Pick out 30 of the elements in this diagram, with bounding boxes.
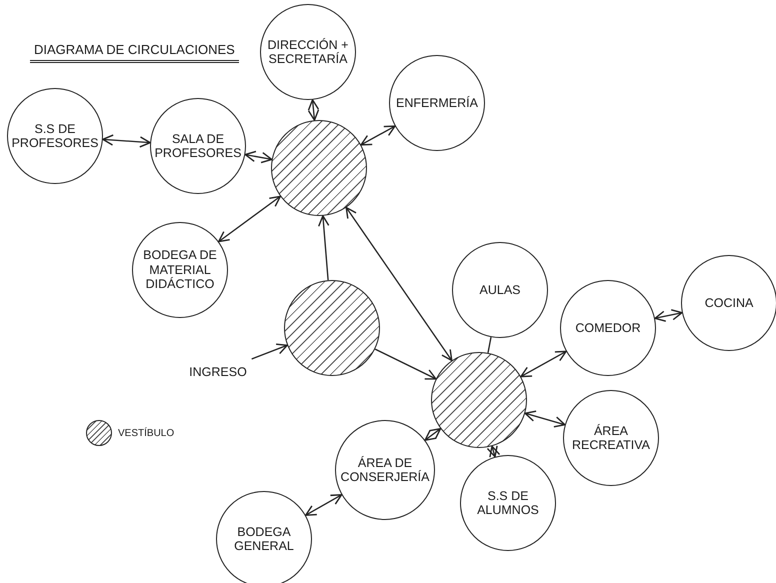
arrow — [308, 99, 320, 121]
space-label: AULAS — [478, 282, 522, 298]
arrow — [305, 494, 342, 516]
space-label: S.S DE ALUMNOS — [476, 488, 540, 518]
space-label: ÁREA RECREATIVA — [570, 424, 652, 452]
diagram-title: DIAGRAMA DE CIRCULACIONES — [30, 42, 239, 63]
arrow — [318, 215, 330, 280]
arrow — [244, 150, 272, 164]
arrow — [374, 348, 437, 380]
arrow — [102, 134, 151, 148]
space-label: DIRECCIÓN + SECRETARÍA — [266, 38, 350, 66]
space-label: SALA DE PROFESORES — [154, 132, 242, 160]
entrance-label: INGRESO — [188, 364, 248, 380]
arrow — [251, 344, 288, 360]
arrow — [360, 125, 396, 146]
arrow — [520, 350, 567, 378]
space-label: COMEDOR — [574, 320, 642, 336]
space-label: BODEGA DE MATERIAL DIDÁCTICO — [142, 248, 218, 292]
space-label: BODEGA GENERAL — [233, 524, 295, 554]
arrow — [654, 309, 683, 322]
arrow — [524, 410, 566, 428]
legend-label: VESTÍBULO — [118, 428, 174, 438]
arrow — [346, 206, 452, 362]
space-label: S.S DE PROFESORES — [10, 122, 100, 150]
arrow — [486, 445, 500, 458]
arrow — [424, 428, 442, 441]
arrow — [218, 196, 281, 242]
space-label: ÁREA DE CONSERJERÍA — [340, 456, 430, 484]
space-label: COCINA — [704, 296, 754, 310]
space-label: ENFERMERÍA — [395, 96, 479, 110]
